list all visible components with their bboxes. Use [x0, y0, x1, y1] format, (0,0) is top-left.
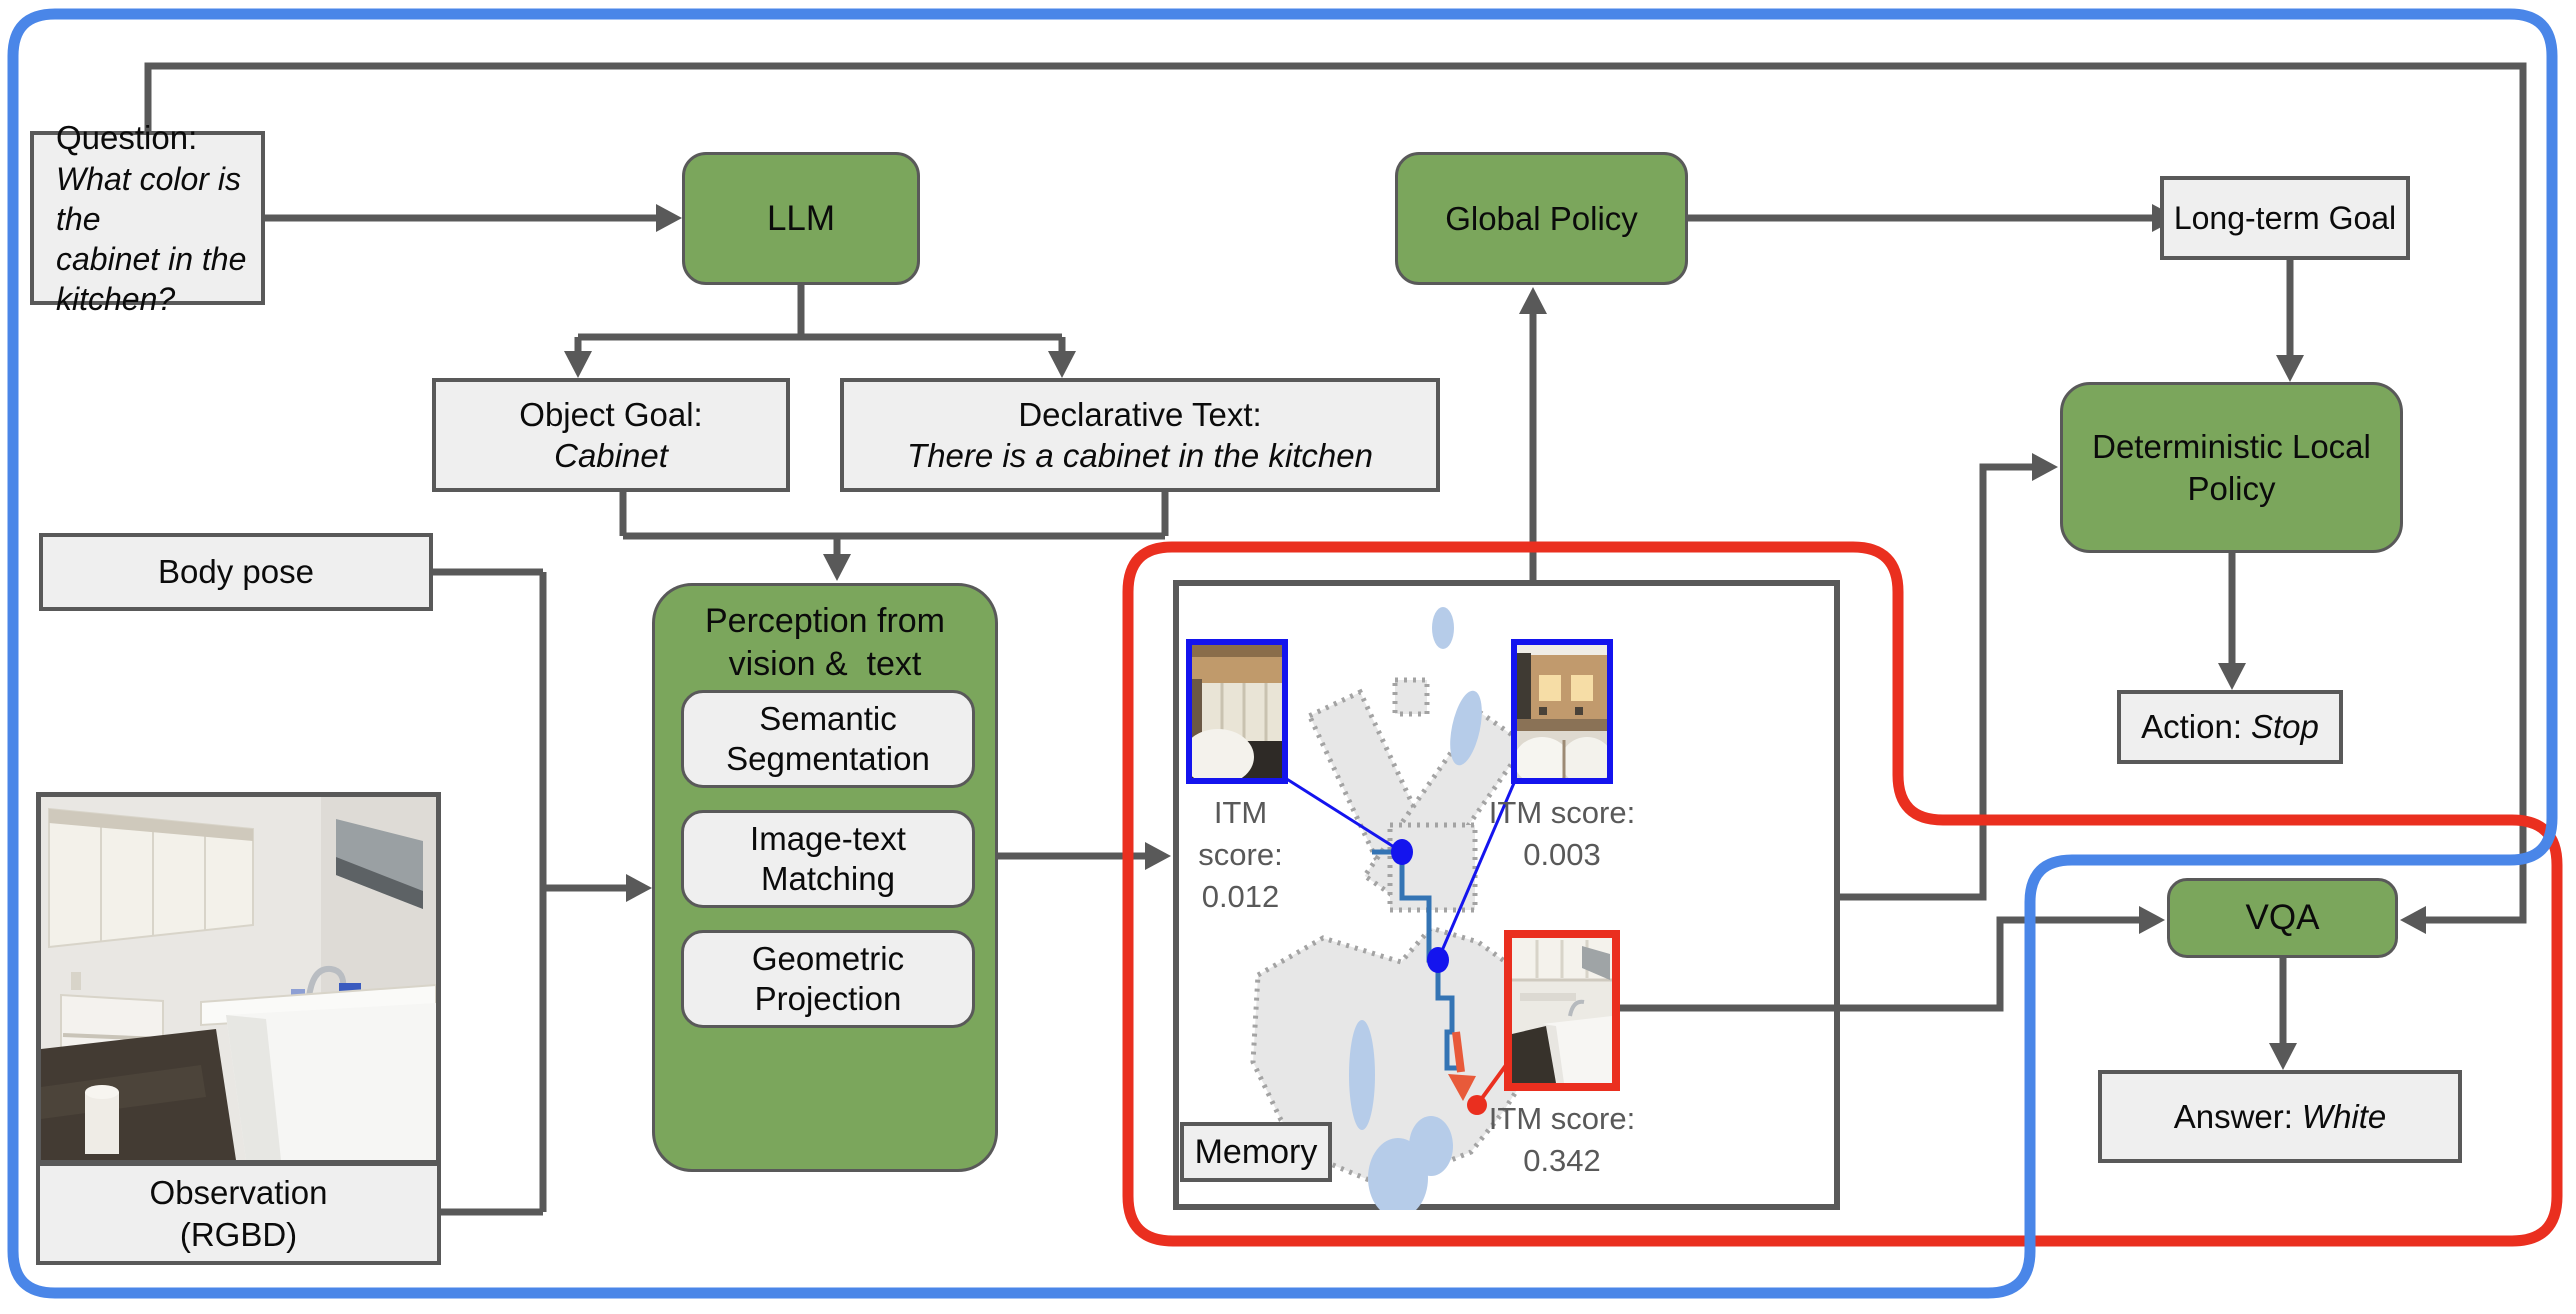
vqa-node: VQA	[2167, 878, 2398, 958]
red-memory-loop-border	[1122, 541, 2563, 1247]
itm-score-2: ITM score: 0.003	[1487, 792, 1637, 876]
map-agent-arrow-icon	[1448, 1074, 1476, 1101]
line-bodypose-observation	[433, 568, 627, 1216]
kitchen-counter-illustration	[1512, 938, 1612, 1083]
map-blue-patches	[1349, 607, 1482, 1210]
question-text: What color is the cabinet in the kitchen…	[56, 160, 247, 317]
object-goal-label: Object Goal:	[519, 395, 703, 433]
observation-label-box: Observation (RGBD)	[36, 1162, 441, 1265]
arrowhead-goal-to-localpolicy-icon	[2276, 355, 2304, 382]
long-term-goal-label: Long-term Goal	[2173, 200, 2397, 236]
answer-value: White	[2301, 1097, 2387, 1135]
arrowhead-into-action-icon	[2218, 663, 2246, 690]
arrowhead-into-perception-left-icon	[626, 874, 652, 902]
memory-label: Memory	[1194, 1132, 1318, 1171]
itm-score-3-value: 0.342	[1523, 1142, 1601, 1178]
declarative-value: There is a cabinet in the kitchen	[907, 437, 1373, 474]
arrowhead-into-perception-top-icon	[823, 554, 851, 581]
gray-connectors	[144, 62, 2527, 1216]
long-term-goal-box: Long-term Goal	[2160, 176, 2410, 260]
arrowhead-into-vqa-left-icon	[2139, 906, 2165, 934]
perception-node: Perception from vision & text Semantic S…	[652, 583, 998, 1172]
line-memoryimage-to-vqa	[1840, 916, 2140, 1012]
map-trajectory-path	[1372, 849, 1458, 1071]
action-box: Action: Stop	[2117, 690, 2343, 764]
map-waypoint-red	[1467, 1095, 1487, 1115]
question-box: Question: What color is the cabinet in t…	[30, 119, 265, 317]
map-waypoint-blue-2	[1427, 947, 1449, 973]
blue-outer-loop-border	[7, 8, 2558, 1299]
line-llm-split	[574, 285, 1066, 351]
bedroom-beds-illustration	[1517, 645, 1607, 778]
arrowhead-into-llm-icon	[656, 204, 682, 232]
body-pose-box: Body pose	[39, 533, 433, 611]
line-question-to-vqa	[144, 62, 2527, 924]
bedroom-wardrobe-illustration	[1192, 645, 1282, 778]
deterministic-local-policy-node: Deterministic Local Policy	[2060, 382, 2403, 553]
module-semantic-segmentation: Semantic Segmentation	[681, 690, 975, 788]
itm-score-1-value: 0.012	[1201, 878, 1280, 914]
action-value: Stop	[2251, 708, 2319, 746]
pointer-line-image1	[1281, 774, 1403, 854]
observation-label: Observation (RGBD)	[149, 1174, 328, 1253]
vqa-label: VQA	[2245, 898, 2320, 938]
memory-label-box: Memory	[1180, 1122, 1332, 1182]
action-label: Action:	[2141, 708, 2242, 746]
observation-rgbd-photo	[36, 792, 441, 1165]
kitchen-photo-illustration	[41, 797, 436, 1160]
answer-label: Answer:	[2173, 1097, 2293, 1135]
global-policy-label: Global Policy	[1445, 199, 1638, 237]
pointer-line-image2	[1436, 775, 1519, 961]
body-pose-label: Body pose	[158, 553, 314, 591]
global-policy-node: Global Policy	[1395, 152, 1688, 285]
memory-image-bedroom-wardrobe	[1186, 639, 1288, 784]
itm-score-1: ITM score: 0.012	[1173, 792, 1308, 918]
line-merge-to-perception	[619, 492, 1169, 556]
arrowhead-into-objectgoal-icon	[564, 351, 592, 378]
itm-score-2-label: ITM score:	[1488, 795, 1636, 830]
question-label: Question:	[56, 119, 198, 157]
module-geometric-projection: Geometric Projection	[681, 930, 975, 1028]
declarative-text-box: Declarative Text: There is a cabinet in …	[840, 378, 1440, 492]
module-image-text-matching: Image-text Matching	[681, 810, 975, 908]
answer-box: Answer: White	[2098, 1070, 2462, 1163]
memory-image-bedroom-beds	[1511, 639, 1613, 784]
arrowhead-into-memory-icon	[1145, 842, 1171, 870]
itm-score-2-value: 0.003	[1523, 836, 1601, 872]
arrowhead-into-answer-icon	[2269, 1043, 2297, 1070]
object-goal-box: Object Goal: Cabinet	[432, 378, 790, 492]
arrowhead-into-localpolicy-left-icon	[2032, 453, 2058, 481]
memory-image-kitchen	[1504, 930, 1620, 1091]
memory-panel: ITM score: 0.012 ITM score: 0.003 ITM sc…	[1173, 580, 1840, 1210]
map-agent-arrow-shaft	[1452, 1031, 1465, 1073]
local-policy-label: Deterministic Local Policy	[2092, 428, 2371, 507]
arrowhead-into-globalpolicy-icon	[1519, 287, 1547, 314]
arrowhead-into-vqa-right-icon	[2400, 906, 2426, 934]
map-waypoint-blue-1	[1391, 839, 1413, 865]
perception-title: Perception from vision & text	[705, 602, 945, 683]
line-memory-to-localpolicy	[1840, 463, 2033, 901]
object-goal-value: Cabinet	[554, 437, 668, 474]
itm-score-1-label: ITM score:	[1198, 795, 1283, 872]
arrowhead-into-declarative-icon	[1048, 351, 1076, 378]
llm-label: LLM	[766, 198, 836, 238]
itm-score-3-label: ITM score:	[1488, 1101, 1636, 1136]
llm-node: LLM	[682, 152, 920, 285]
itm-score-3: ITM score: 0.342	[1487, 1098, 1637, 1182]
declarative-label: Declarative Text:	[1018, 395, 1262, 433]
